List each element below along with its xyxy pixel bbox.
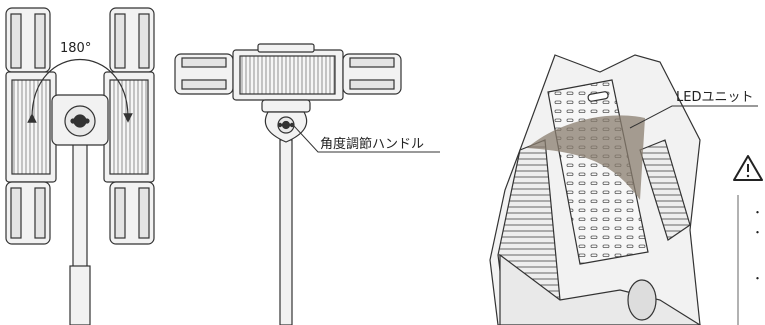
pole [279,139,293,325]
warning-bullet-2: ・ [752,226,763,239]
warning-bullet-1: ・ [752,206,763,219]
left-light-head [5,7,57,245]
led-panel-handle-slot [587,91,609,102]
angle-handle-leader-line [293,125,440,153]
rotation-arrow [27,58,133,123]
right-light-head [103,7,155,245]
swing-arc [527,115,645,200]
rotation-angle-label: 180° [60,41,91,56]
rotation-illustration [5,7,155,325]
yoke [261,99,311,113]
frame-right-ribs [639,139,691,241]
angle-handle-label: 角度調節ハンドル [320,136,424,152]
led-unit-leader-line [629,105,758,129]
handle-illustration [174,43,440,325]
pole-lower [69,265,91,325]
led-unit-illustration [489,54,758,325]
warning-icon [733,155,763,181]
pole-upper [72,139,88,271]
warning-bullet-3: ・ [752,272,763,285]
led-unit-label: LEDユニット [676,90,753,105]
